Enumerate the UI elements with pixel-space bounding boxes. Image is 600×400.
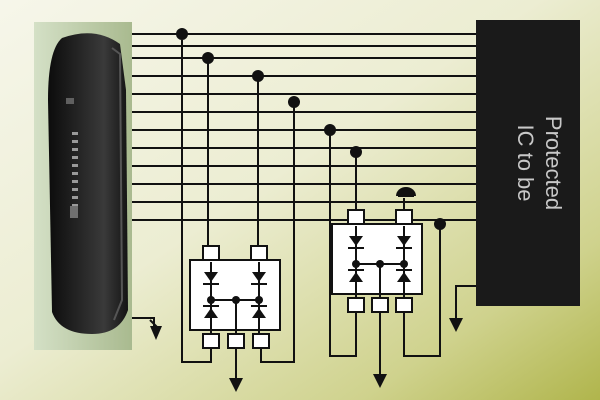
ground-arrow-icon	[449, 318, 463, 332]
protection-array-2	[331, 209, 423, 313]
device-slot	[66, 98, 74, 104]
junction-dot-icon	[202, 52, 214, 64]
junction-dot-icon	[176, 28, 188, 40]
connector-pin	[72, 164, 78, 167]
array1-pin-bottom-right	[252, 333, 270, 349]
connector-pin	[72, 180, 78, 183]
device-ground-arrow-shaft	[149, 319, 159, 329]
ic-block: IC to be Protected	[476, 20, 580, 306]
semicircle-marker-icon	[396, 187, 416, 196]
tvs-diode-icon	[204, 272, 266, 318]
junction-dot-icon	[232, 296, 240, 304]
ground-arrow-icon	[373, 374, 387, 388]
ground-wiring	[132, 40, 476, 380]
array2-pin-bottom-right	[395, 297, 413, 313]
array2-pin-bottom-mid	[371, 297, 389, 313]
drop-wires	[207, 58, 405, 246]
array2-pin-bottom-left	[347, 297, 365, 313]
connector-pin	[72, 132, 78, 135]
connector-pin	[72, 196, 78, 199]
connector-pin	[72, 172, 78, 175]
connector-pin	[72, 204, 78, 207]
connector-pin	[72, 156, 78, 159]
connector-pin	[72, 140, 78, 143]
array1-pin-bottom-left	[202, 333, 220, 349]
device-edge-highlight	[111, 47, 124, 321]
junctions	[176, 28, 446, 230]
array2-pin-top-right	[395, 209, 413, 225]
junction-dot-icon	[255, 296, 263, 304]
connector-pin	[72, 188, 78, 191]
array2-pin-top-left	[347, 209, 365, 225]
ic-body	[476, 20, 580, 306]
array2-body	[331, 223, 423, 295]
junction-dot-icon	[207, 296, 215, 304]
ground-arrow-icon	[229, 378, 243, 392]
signal-bus	[132, 33, 476, 221]
junction-dot-icon	[400, 260, 408, 268]
ground-arrow-icon	[150, 326, 162, 340]
ground-arrows	[149, 187, 463, 392]
device-connector-pins	[72, 132, 78, 207]
junction-dot-icon	[252, 70, 264, 82]
array1-pin-top-left	[202, 245, 220, 261]
connector-pin	[72, 148, 78, 151]
array1-pin-bottom-mid	[227, 333, 245, 349]
device-button	[70, 206, 78, 218]
array1-pin-top-right	[250, 245, 268, 261]
device-picture	[34, 22, 132, 350]
junction-dot-icon	[376, 260, 384, 268]
handheld-device-icon	[48, 33, 128, 334]
junction-dot-icon	[350, 146, 362, 158]
ic-label-line2: Protected	[541, 116, 566, 210]
ic-label-line1: IC to be	[513, 124, 538, 201]
tvs-diode-icon	[349, 236, 411, 282]
junction-dot-icon	[352, 260, 360, 268]
